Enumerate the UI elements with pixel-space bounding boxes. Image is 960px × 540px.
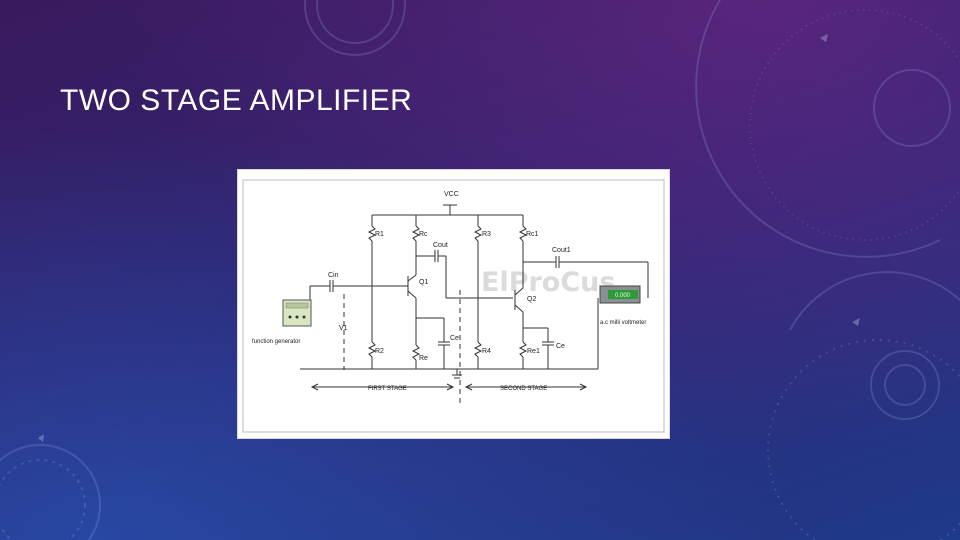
label-q2: Q2	[527, 296, 536, 303]
function-generator-icon	[282, 299, 312, 327]
label-r3: R3	[482, 231, 491, 238]
label-r1: R1	[375, 231, 384, 238]
label-cout1: Cout1	[552, 247, 571, 254]
circuit-diagram: ElProCus	[238, 170, 669, 438]
label-q1: Q1	[419, 279, 428, 286]
label-first-stage: FIRST STAGE	[368, 386, 407, 392]
label-re1: Re1	[527, 348, 540, 355]
label-function-generator: function generator	[252, 339, 300, 345]
label-r4: R4	[482, 348, 491, 355]
label-rc: Rc	[419, 231, 428, 238]
label-v1: V1	[339, 325, 348, 332]
voltmeter-icon	[599, 285, 641, 304]
label-cin: Cin	[328, 272, 339, 279]
slide-title: TWO STAGE AMPLIFIER	[60, 84, 413, 117]
label-second-stage: SECOND STAGE	[500, 386, 547, 392]
label-re: Re	[419, 355, 428, 362]
circuit-svg: ElProCus	[242, 179, 665, 433]
label-r2: R2	[375, 348, 384, 355]
meter-reading: 0.000	[615, 293, 631, 299]
label-ce-first: Ce	[450, 335, 459, 342]
label-rc1: Rc1	[526, 231, 539, 238]
watermark: ElProCus	[481, 267, 615, 298]
label-cout: Cout	[433, 242, 448, 249]
label-ce-second: Ce	[556, 343, 565, 350]
label-meter: a.c milli voltmeter	[600, 320, 646, 326]
label-vcc: VCC	[444, 191, 459, 198]
